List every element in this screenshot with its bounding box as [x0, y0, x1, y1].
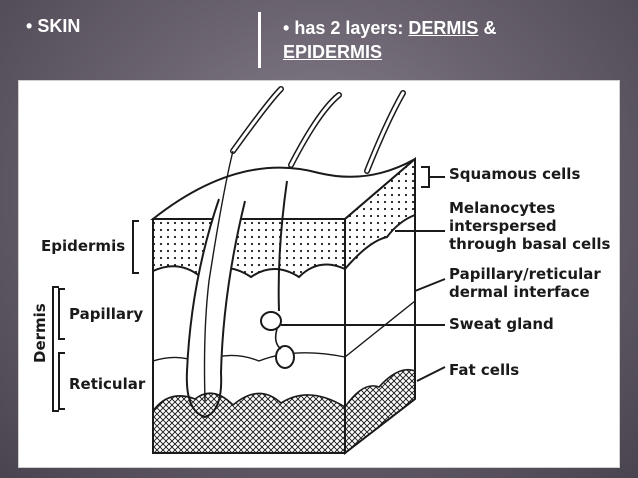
- label-epidermis: Epidermis: [41, 237, 126, 255]
- label-dermis: Dermis: [31, 303, 49, 363]
- ampersand: &: [483, 18, 497, 38]
- label-squamous-cells: Squamous cells: [449, 165, 581, 183]
- squamous-bracket: [421, 166, 430, 188]
- label-fat-cells: Fat cells: [449, 361, 520, 379]
- reticular-bracket: [58, 352, 65, 410]
- label-melanocytes: Melanocytes interspersed through basal c…: [449, 199, 611, 253]
- dermis-bracket: [52, 286, 59, 412]
- slide-bullet-skin: • SKIN: [26, 16, 80, 37]
- bullet-glyph: •: [283, 18, 290, 38]
- label-sweat-gland: Sweat gland: [449, 315, 554, 333]
- column-divider: [258, 12, 261, 68]
- fat-cells-front: [152, 392, 346, 454]
- label-papillary: Papillary: [69, 305, 144, 323]
- label-reticular: Reticular: [69, 375, 146, 393]
- skin-cross-section-drawing: [52, 86, 446, 456]
- interface-leader: [414, 278, 446, 292]
- dermal-epidermal-junction: [152, 263, 346, 279]
- slide-bullet-layers: • has 2 layers: DERMIS & EPIDERMIS: [283, 16, 583, 64]
- fat-cells-leader: [416, 366, 446, 382]
- fat-cells-side: [344, 368, 416, 455]
- skin-diagram: Squamous cells Melanocytes interspersed …: [18, 80, 620, 468]
- label-papillary-interface: Papillary/reticular dermal interface: [449, 265, 601, 301]
- papillary-bracket: [58, 288, 65, 340]
- papillary-reticular-interface: [152, 300, 416, 364]
- bullet-glyph: •: [26, 16, 33, 36]
- dermis-term: DERMIS: [408, 18, 479, 38]
- epidermis-term: EPIDERMIS: [283, 42, 383, 62]
- sweat-duct: [277, 180, 288, 312]
- epidermis-bracket: [132, 220, 139, 274]
- epidermis-band-side: [345, 159, 415, 269]
- skin-text: SKIN: [37, 16, 81, 36]
- layers-prefix: has 2 layers:: [294, 18, 404, 38]
- sweat-gland-coil: [260, 311, 282, 331]
